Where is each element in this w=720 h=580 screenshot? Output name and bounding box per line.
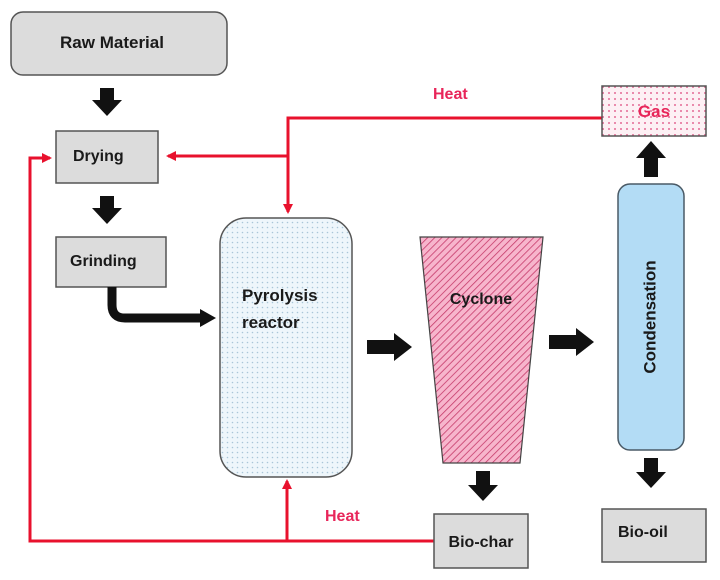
reactor-label-line2: reactor [242,313,300,332]
node-biooil: Bio-oil [601,508,707,563]
node-pyrolysis-reactor: Pyrolysis reactor [219,217,353,478]
reactor-label-line1: Pyrolysis [242,286,318,305]
arrow-grinding-to-reactor [107,287,216,327]
condensation-label: Condensation [640,260,659,373]
drying-label: Drying [73,148,124,165]
node-raw-material: Raw Material [10,11,228,76]
raw-material-label: Raw Material [60,33,164,52]
arrow-cyclone-to-biochar [468,471,498,501]
node-gas: Gas [601,85,707,137]
heat-label-bottom: Heat [325,508,360,525]
gas-label: Gas [638,102,670,121]
node-condensation: Condensation [617,183,685,451]
heat-line-biochar [28,153,434,543]
heat-line-gas [283,116,602,214]
arrow-raw-to-drying [92,88,122,116]
heat-label-top: Heat [433,86,468,103]
arrow-reactor-to-cyclone [367,333,412,361]
grinding-label: Grinding [70,253,137,270]
node-grinding: Grinding [55,236,167,288]
heat-lines [28,116,602,543]
biooil-label: Bio-oil [618,524,668,541]
node-drying: Drying [55,130,159,184]
biochar-label: Bio-char [449,534,514,551]
arrow-cyclone-to-condensation [549,328,594,356]
arrow-condensation-to-gas [636,141,666,177]
arrow-drying-to-grinding [92,196,122,224]
cyclone-label: Cyclone [450,291,512,308]
node-cyclone: Cyclone [419,236,544,464]
arrow-condensation-to-biooil [636,458,666,488]
node-biochar: Bio-char [433,513,529,569]
